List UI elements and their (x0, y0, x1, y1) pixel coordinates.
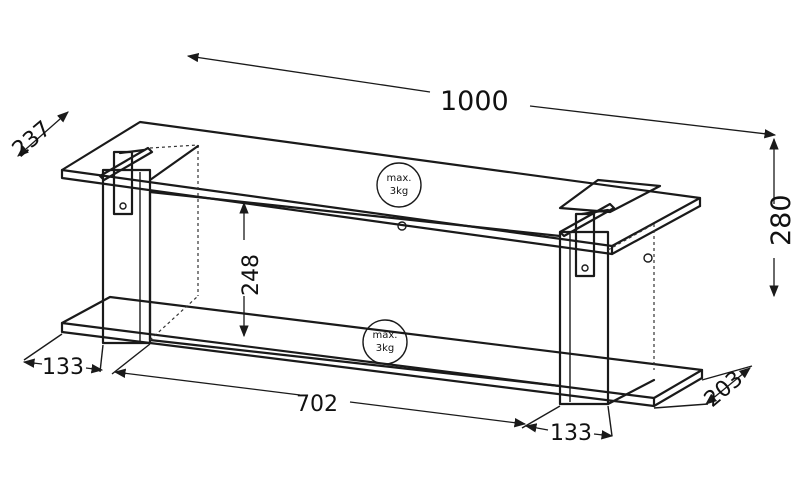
left-bracket (98, 146, 154, 216)
dimension-right-overhang: 133 (524, 405, 614, 446)
dimension-inner-height: 248 (239, 201, 264, 338)
dim-label-1000: 1000 (440, 86, 509, 117)
badge-bottom-line1: max. (373, 330, 398, 341)
dim-label-248: 248 (239, 254, 264, 296)
badge-top-line1: max. (387, 173, 412, 184)
right-side-panel (558, 223, 656, 406)
dimension-height: 280 (766, 137, 797, 298)
load-badge-bottom: max. 3kg (362, 319, 408, 365)
badge-bottom-line2: 3kg (376, 343, 395, 354)
dimension-inner-width: 702 (111, 343, 561, 429)
dim-label-203: 203 (700, 366, 748, 412)
top-board (60, 120, 702, 256)
dimension-left-overhang: 133 (22, 333, 104, 380)
back-panel (148, 190, 562, 388)
bottom-board (60, 295, 704, 408)
dim-label-280: 280 (766, 194, 797, 246)
load-badge-top: max. 3kg (376, 162, 422, 208)
dim-label-133-left: 133 (42, 355, 84, 380)
dim-label-133-right: 133 (550, 421, 592, 446)
dimension-depth-left: 237 (8, 111, 69, 163)
right-bracket (558, 178, 662, 278)
dim-label-237: 237 (8, 116, 56, 162)
badge-top-line2: 3kg (390, 186, 409, 197)
dimension-total-width: 1000 (186, 52, 777, 139)
left-side-panel (101, 144, 200, 345)
dim-label-702: 702 (296, 392, 338, 417)
